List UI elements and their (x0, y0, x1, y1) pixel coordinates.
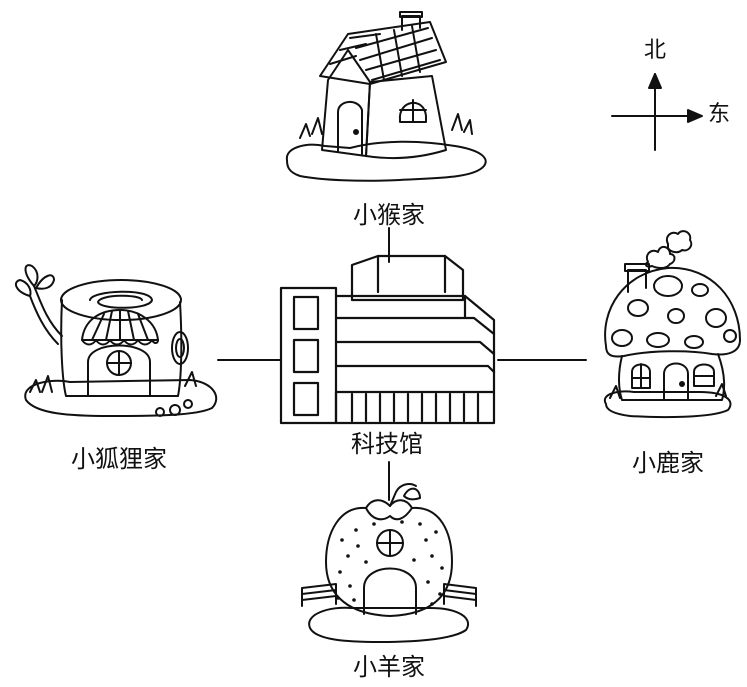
deer-house-label: 小鹿家 (632, 449, 704, 477)
compass-east-label: 东 (708, 102, 731, 127)
compass-icon (611, 73, 703, 151)
science-museum-label: 科技馆 (351, 430, 423, 458)
deer-house-icon (603, 230, 741, 419)
roads (217, 227, 587, 501)
sheep-house-label: 小羊家 (353, 653, 425, 681)
sheep-house-icon (301, 483, 477, 643)
monkey-house-icon (285, 11, 487, 182)
fox-house-icon (14, 264, 218, 417)
science-museum-icon (279, 254, 496, 425)
monkey-house-label: 小猴家 (353, 201, 425, 229)
fox-house-label: 小狐狸家 (71, 445, 167, 473)
compass-north-label: 北 (643, 38, 667, 63)
